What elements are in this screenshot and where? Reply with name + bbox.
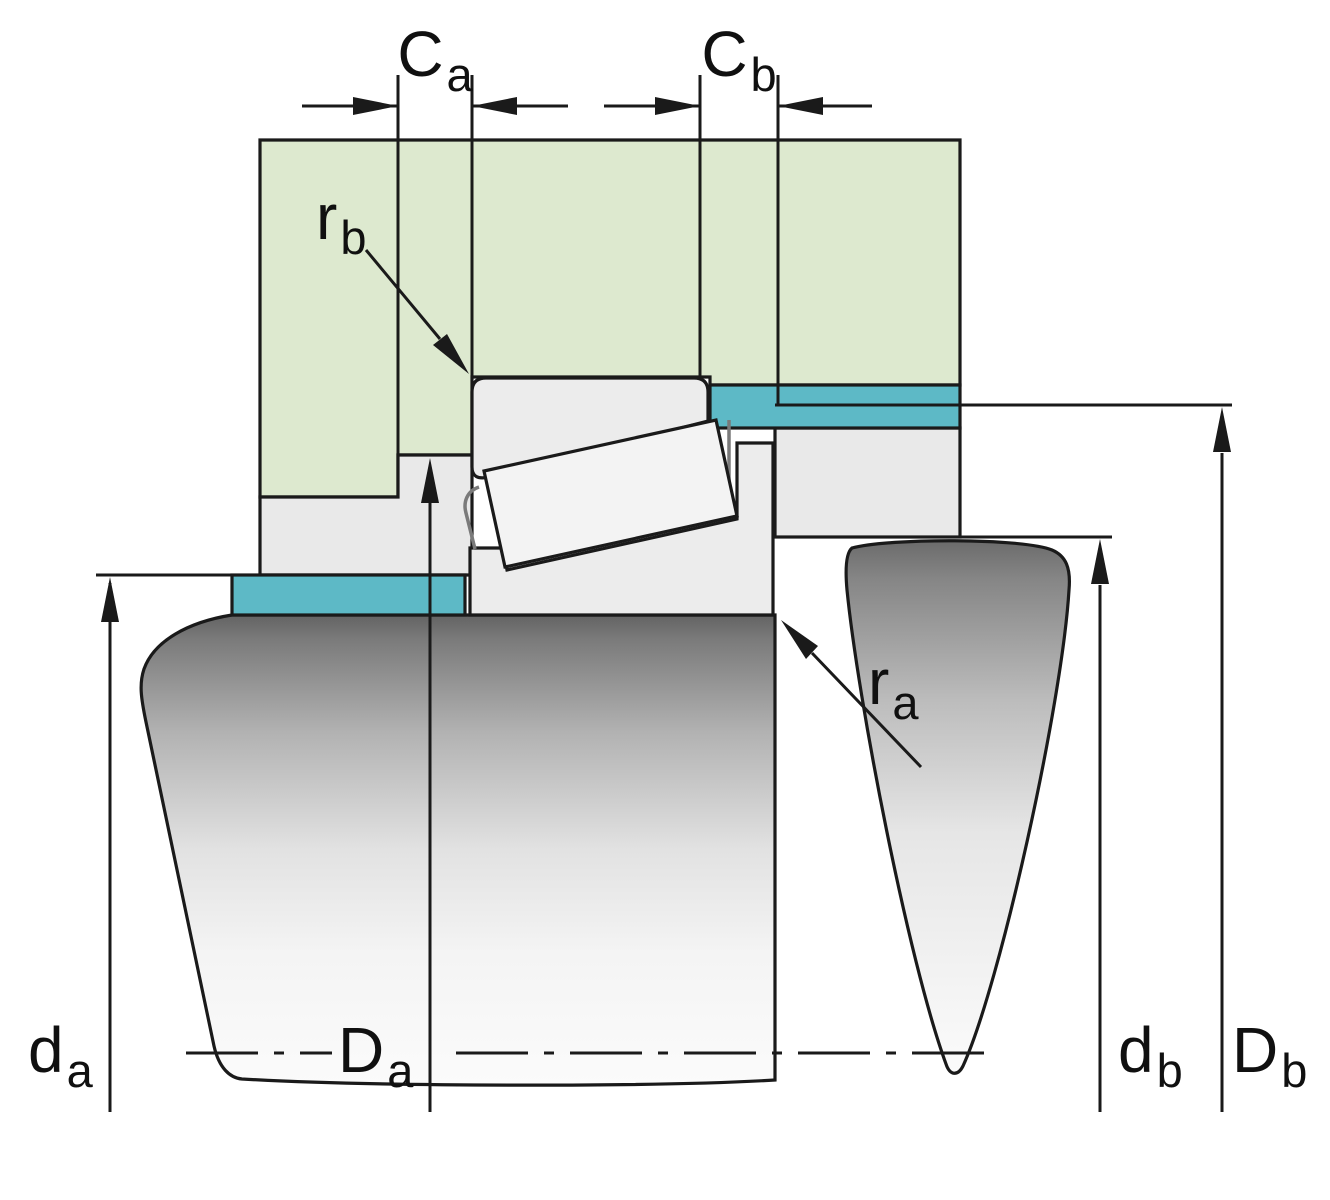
abutment-strip-left xyxy=(230,573,467,617)
label-Da: Da xyxy=(338,1018,413,1094)
label-ca-sub: a xyxy=(446,48,473,101)
rb-leader-line xyxy=(364,249,442,340)
label-Db: Db xyxy=(1232,1018,1307,1094)
ra-arrowhead xyxy=(781,620,818,659)
shaft-section xyxy=(139,613,777,1087)
right-spacer-section xyxy=(773,426,962,539)
cb-arrow-right xyxy=(778,97,823,115)
label-ca-main: C xyxy=(397,18,444,90)
ca-extension-lines xyxy=(396,75,474,455)
label-cb-sub: b xyxy=(750,48,777,101)
label-da-main: d xyxy=(28,1014,64,1086)
label-ra-main: r xyxy=(868,646,890,718)
label-rb-main: r xyxy=(316,181,338,253)
Da-arrowhead xyxy=(421,458,439,503)
cage-left-hook xyxy=(463,485,480,550)
label-Da-main: D xyxy=(338,1014,385,1086)
label-cb: Cb xyxy=(701,22,776,98)
label-da: da xyxy=(28,1018,93,1094)
label-rb-sub: b xyxy=(340,211,367,264)
tapered-roller xyxy=(482,418,739,569)
cb-arrow-left xyxy=(655,97,700,115)
rb-arrowhead xyxy=(433,334,469,374)
cb-extension-lines xyxy=(698,75,780,405)
label-ca: Ca xyxy=(397,22,472,98)
ca-arrow-left xyxy=(353,97,398,115)
da-arrowhead xyxy=(101,577,119,622)
label-db: db xyxy=(1118,1018,1183,1094)
label-db-main: d xyxy=(1118,1014,1154,1086)
label-ra-sub: a xyxy=(892,676,919,729)
db-arrowhead xyxy=(1091,539,1109,584)
label-Db-main: D xyxy=(1232,1014,1279,1086)
bearing-outer-ring xyxy=(470,376,710,480)
label-da-sub: a xyxy=(66,1044,93,1097)
shaft-shoulder-lobe xyxy=(844,539,1072,1075)
label-rb: rb xyxy=(316,185,366,261)
label-db-sub: b xyxy=(1156,1044,1183,1097)
label-cb-main: C xyxy=(701,18,748,90)
Db-arrowhead xyxy=(1213,407,1231,452)
ra-leader-line xyxy=(810,651,923,769)
dimension-lines xyxy=(96,75,1232,1112)
label-Da-sub: a xyxy=(387,1044,414,1097)
label-ra: ra xyxy=(868,650,918,726)
ca-arrow-right xyxy=(472,97,517,115)
bearing-inner-ring xyxy=(468,441,775,617)
label-Db-sub: b xyxy=(1281,1044,1308,1097)
